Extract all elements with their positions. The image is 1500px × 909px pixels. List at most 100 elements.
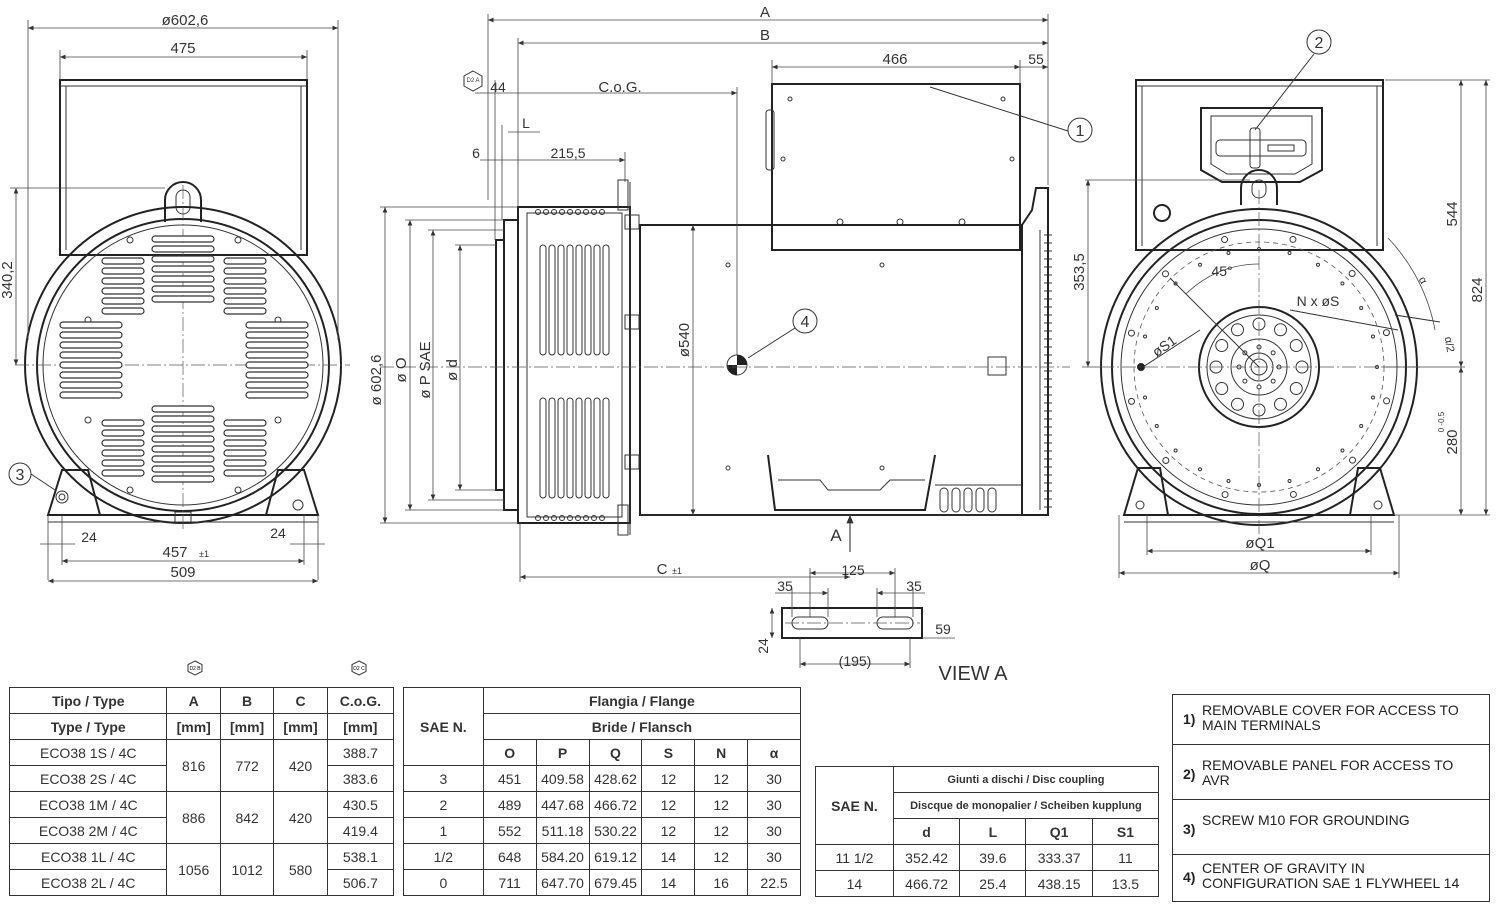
t3-cell: 25.4 [959, 870, 1027, 897]
t2-cell: 1/2 [403, 843, 484, 870]
t2-col-alpha: α [747, 739, 801, 766]
dim-side-466: 466 [882, 51, 907, 68]
vent-slot [59, 391, 123, 399]
t3-cell: 333.37 [1025, 844, 1093, 871]
vent-slot [151, 275, 215, 283]
vent-slot [223, 257, 267, 265]
technical-drawing: 3 ø602,6 475 340,2 457 ±1 509 24 24 [0, 4, 1490, 680]
table-row: ECO38 1M / 4C 886 842 420 430.5 [8, 791, 395, 844]
vent-slot [245, 361, 309, 369]
t1-header-C: C [273, 687, 328, 714]
vent-slot [101, 439, 145, 447]
t1-header2-A: [mm] [166, 713, 221, 740]
view-a-alpha2: α/2 [1442, 336, 1457, 353]
vent-slot [151, 295, 215, 303]
t2-cell: 584.20 [535, 843, 590, 870]
vent-slot [151, 235, 215, 243]
t1-type: ECO38 2M / 4C [8, 817, 168, 844]
t3-cell: 352.42 [892, 844, 961, 871]
dim-side-d: ø d [444, 359, 461, 381]
dim-side-cog: C.o.G. [598, 79, 641, 96]
t2-cell: 447.68 [535, 791, 590, 818]
dim-front-509: 509 [170, 564, 195, 581]
vent-slot [151, 415, 215, 423]
t2-cell: 530.22 [588, 817, 643, 844]
vent-slot [59, 341, 123, 349]
t2-cell: 647.70 [535, 869, 590, 896]
t2-cell: 428.62 [588, 765, 643, 792]
t3-cell: 11 [1091, 844, 1160, 871]
table-row: ECO38 1L / 4C 1056 1012 580 538.1 [8, 843, 395, 896]
note-number: 3) [1183, 821, 1196, 837]
dim-side-L: L [522, 115, 530, 131]
dim-side-A: A [760, 4, 770, 21]
dim-side-44: 44 [490, 79, 506, 95]
t3-cell: 13.5 [1091, 870, 1160, 897]
svg-text:D2 C: D2 C [353, 666, 365, 672]
dim-side-P: ø P SAE [417, 341, 434, 398]
view-a-title: VIEW A [939, 663, 1009, 680]
vent-slot [101, 257, 145, 265]
vent-slot [59, 321, 123, 329]
t1-B: 772 [219, 739, 275, 792]
t3-header-sae: SAE N. [815, 766, 894, 845]
t2-cell: 451 [482, 765, 537, 792]
vent-slot [59, 381, 123, 389]
list-item: 2) REMOVABLE PANEL FOR ACCESS TO AVR [1173, 750, 1489, 800]
vent-slot [245, 341, 309, 349]
vent-slot [245, 381, 309, 389]
vent-slot [245, 351, 309, 359]
table-row: ECO38 1S / 4C 816 772 420 388.7 [8, 739, 395, 792]
t2-cell: 409.58 [535, 765, 590, 792]
t3-cell: 11 1/2 [815, 844, 894, 871]
t1-A: 816 [166, 739, 221, 792]
vent-slot [101, 419, 145, 427]
t3-col-L: L [959, 818, 1027, 845]
vent-slot [59, 361, 123, 369]
view-a: 45° N x øS øS1 α α/2 2 544 824 280 0 -0.… [1071, 29, 1490, 578]
t3-cell: 466.72 [892, 870, 961, 897]
t1-cog: 538.1 [326, 843, 395, 870]
front-view: 3 ø602,6 475 340,2 457 ±1 509 24 24 [0, 12, 350, 584]
dim-front-24-left: 24 [81, 529, 97, 545]
list-item: 1) REMOVABLE COVER FOR ACCESS TO MAIN TE… [1173, 695, 1489, 745]
t2-cell: 2 [403, 791, 484, 818]
t1-type: ECO38 2L / 4C [8, 869, 168, 896]
t2-cell: 1 [403, 817, 484, 844]
t3-col-Q1: Q1 [1025, 818, 1093, 845]
vent-slot [101, 449, 145, 457]
list-item: 4) CENTER OF GRAVITY IN CONFIGURATION SA… [1173, 853, 1489, 903]
dim-side-55: 55 [1028, 51, 1044, 67]
dim-side-C: C [657, 561, 668, 578]
t2-cell: 511.18 [535, 817, 590, 844]
t1-type: ECO38 2S / 4C [8, 765, 168, 792]
t2-cell: 12 [694, 817, 749, 844]
t1-header2-C: [mm] [273, 713, 328, 740]
t1-header-type: Tipo / Type [8, 687, 168, 714]
dim-side-C-tol: ±1 [672, 566, 682, 576]
vent-slot [151, 435, 215, 443]
foot-detail: 125 35 35 24 59 (195) [755, 562, 955, 669]
vent-slot [101, 307, 145, 315]
dim-view-a-280-tol: 0 -0.5 [1437, 411, 1446, 432]
vent-slot [151, 475, 215, 483]
type-dimensions-table: Tipo / Type A B C C.o.G. Type / Type [mm… [8, 687, 395, 896]
dim-foot-35a: 35 [777, 578, 793, 594]
t3-cell: 438.15 [1025, 870, 1093, 897]
t2-cell: 14 [641, 869, 696, 896]
vent-slot [223, 419, 267, 427]
t2-col-Q: Q [588, 739, 643, 766]
side-view: 4 1 A B 466 55 C.o.G. 44 L 6 215,5 [368, 4, 1093, 582]
t1-C: 580 [273, 843, 328, 896]
svg-text:D2 B: D2 B [189, 666, 201, 672]
t1-C: 420 [273, 791, 328, 844]
dim-foot-35b: 35 [906, 578, 922, 594]
t1-type: ECO38 1M / 4C [8, 791, 168, 818]
t1-type: ECO38 1S / 4C [8, 739, 168, 766]
t1-B: 842 [219, 791, 275, 844]
t1-cog: 383.6 [326, 765, 395, 792]
vent-slot [245, 391, 309, 399]
